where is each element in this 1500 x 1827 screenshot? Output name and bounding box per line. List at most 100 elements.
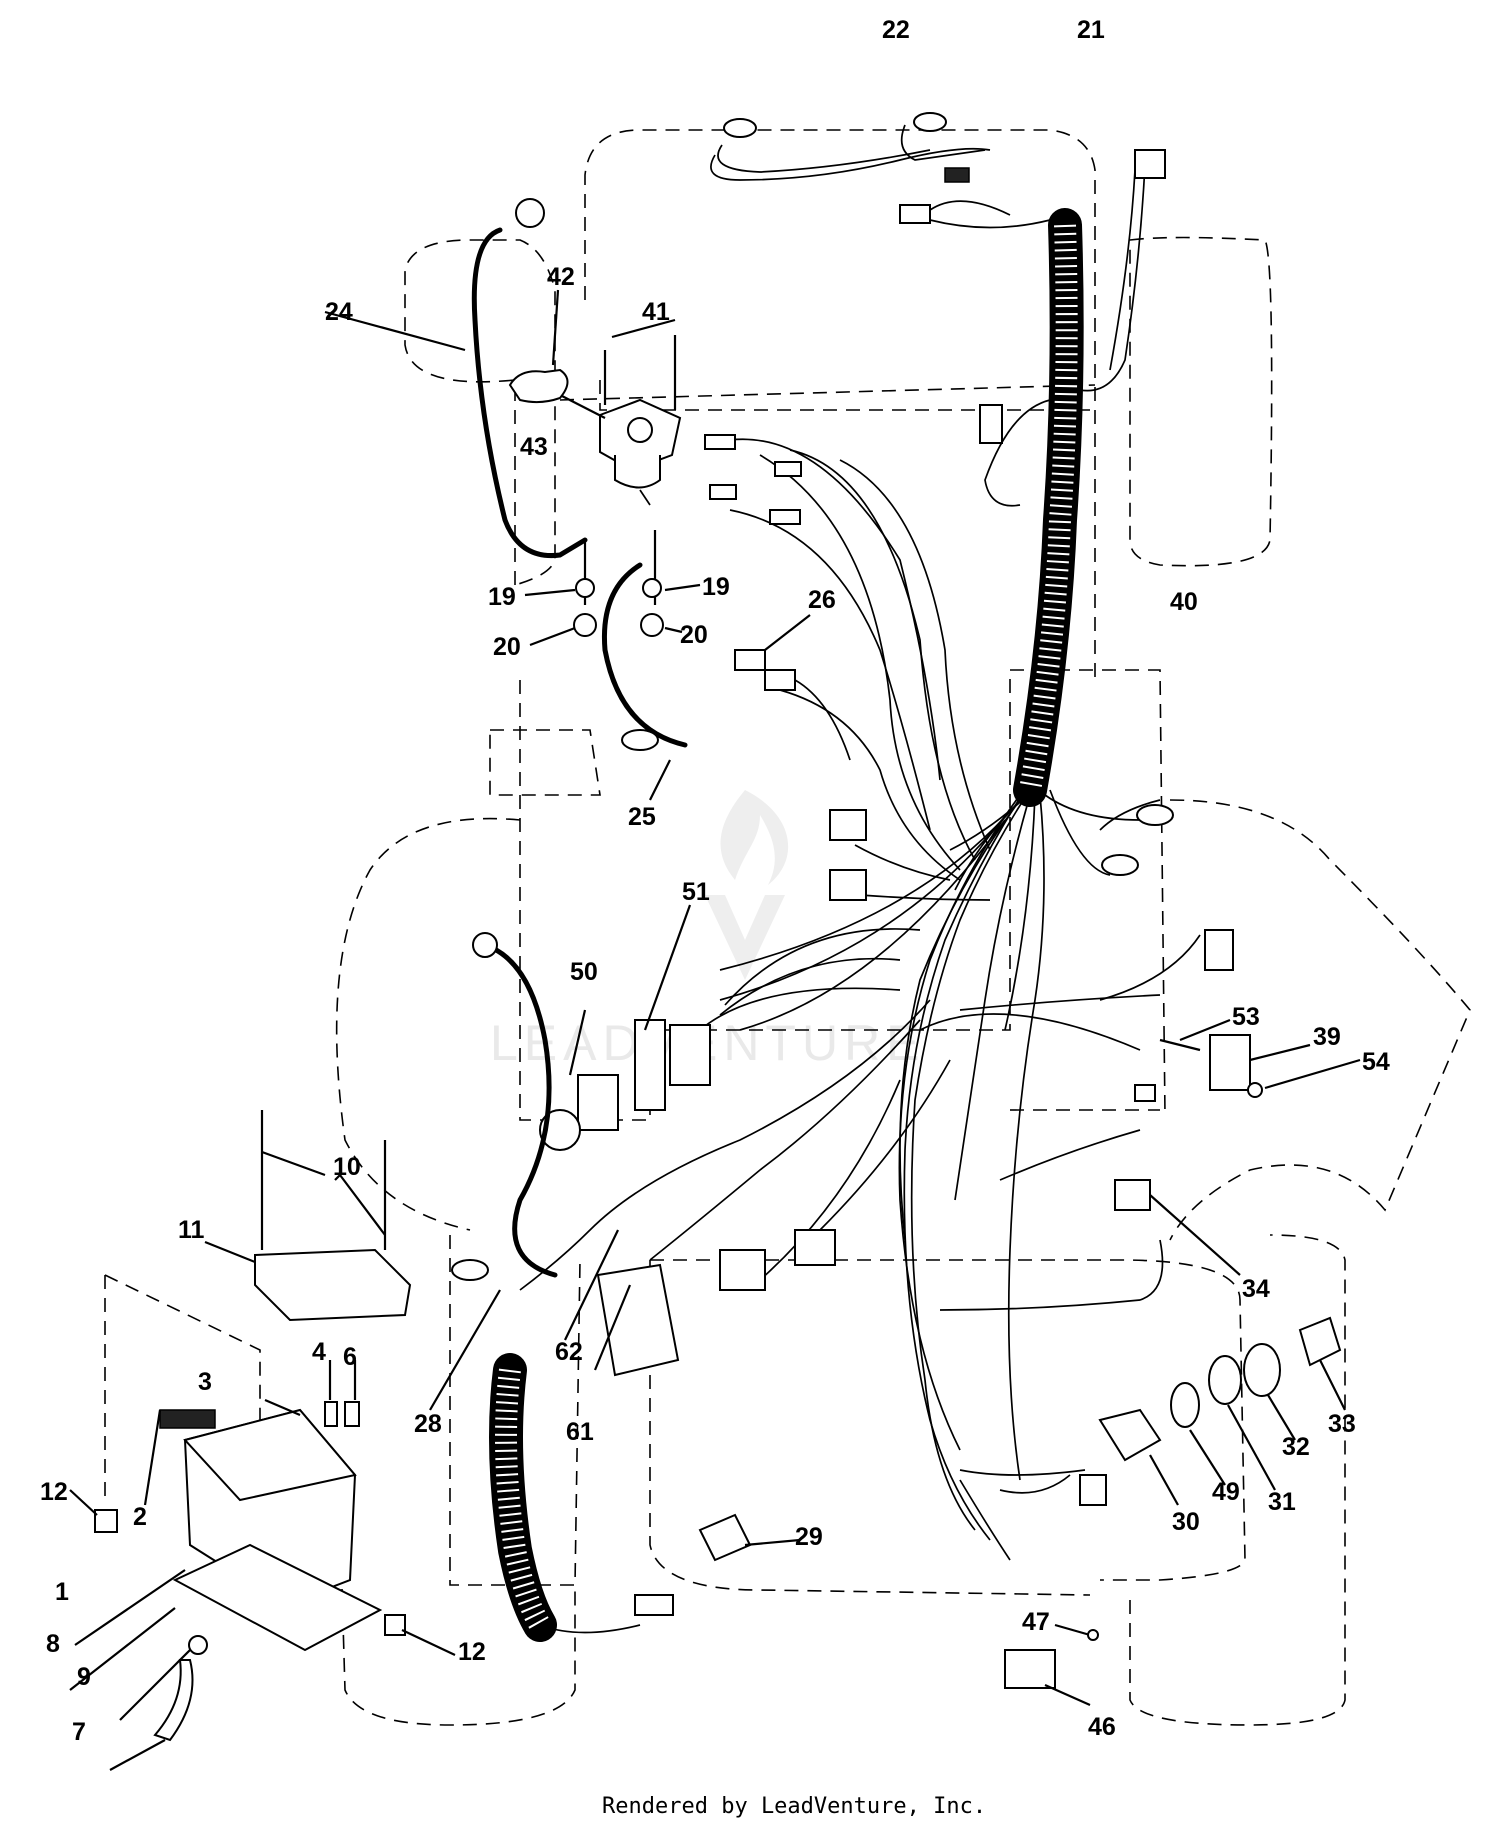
washer-19-right [642, 578, 662, 598]
screw-47 [1087, 1629, 1099, 1641]
callout-41: 41 [642, 298, 670, 326]
leader-7 [109, 1739, 166, 1771]
nut-20-right [640, 613, 664, 637]
key-33 [1298, 1316, 1342, 1367]
callout-50: 50 [570, 958, 598, 986]
callout-34: 34 [1242, 1275, 1270, 1303]
switch-50-knob [539, 1109, 581, 1151]
connector-26 [734, 614, 851, 761]
connector-51 [669, 1024, 711, 1086]
solenoid-boot-42 [508, 368, 569, 404]
callout-51: 51 [682, 878, 710, 906]
leader-19-right [664, 583, 701, 592]
battery-top [183, 1408, 357, 1502]
headlight-harness [710, 112, 1051, 229]
leader-51 [643, 904, 692, 1031]
seat-switch-lead [979, 149, 1166, 507]
dash-outline [489, 729, 601, 796]
callout-4: 4 [312, 1338, 326, 1366]
leader-28 [429, 1289, 501, 1411]
deck-outline-bottom [649, 1260, 1091, 1596]
spade-terminal-c [774, 461, 802, 477]
callout-2: 2 [133, 1503, 147, 1531]
washer-49 [1170, 1382, 1200, 1428]
callout-24: 24 [325, 298, 353, 326]
callout-numbers: 22 21 42 41 24 43 19 19 20 20 26 40 25 5… [40, 16, 1390, 1746]
battery-tray-8 [172, 1543, 383, 1652]
callout-32: 32 [1282, 1433, 1310, 1461]
callout-26: 26 [808, 586, 836, 614]
panel-connector-62 [794, 1229, 836, 1266]
left-rear-tire [339, 1519, 576, 1726]
leader-54 [1264, 1058, 1361, 1090]
ground-ring-2 [1101, 854, 1139, 876]
callout-11: 11 [178, 1216, 205, 1244]
cable-25 [601, 562, 688, 801]
deck-outline-right [650, 1259, 1246, 1581]
leader-24 [324, 310, 466, 352]
harness-wires [519, 438, 1164, 1561]
tractor-outline [104, 129, 1471, 1726]
solenoid-43 [508, 289, 682, 506]
leader-42 [551, 289, 560, 366]
switch-connector-top-right [1134, 149, 1166, 179]
cable-ring-25 [621, 729, 659, 751]
leader-26 [764, 614, 811, 651]
connector-block-right [1204, 929, 1234, 971]
part-29 [698, 1513, 801, 1562]
leader-31 [1227, 1404, 1276, 1491]
connector-small-right [1134, 1084, 1156, 1102]
right-front-wheel [1129, 236, 1273, 567]
leader-62 [564, 1229, 619, 1341]
callout-20a: 20 [493, 633, 521, 661]
pto-connector [979, 404, 1003, 444]
frame-line-2 [599, 380, 1090, 411]
callout-46: 46 [1088, 1713, 1116, 1741]
cable-ring-28-bottom [451, 1259, 489, 1281]
relay-connectors [829, 804, 1174, 901]
leader-9 [119, 1649, 191, 1721]
connector-26-male [734, 649, 766, 671]
callout-54: 54 [1362, 1048, 1390, 1076]
callout-21: 21 [1077, 16, 1105, 44]
relay-connector-2 [829, 869, 867, 901]
lower-conduit [489, 1353, 674, 1642]
ignition-parts [1079, 1316, 1346, 1506]
callout-29: 29 [795, 1523, 823, 1551]
left-front-wheel [404, 239, 556, 586]
bolt-53 [1159, 1038, 1201, 1052]
leader-10-b [261, 1150, 326, 1177]
switch-34 [1114, 1179, 1151, 1211]
leader-11 [204, 1240, 256, 1264]
spade-terminal-d [769, 509, 801, 525]
callout-39: 39 [1313, 1023, 1341, 1051]
footer-credit: Rendered by LeadVenture, Inc. [602, 1794, 986, 1819]
relay-connector-1 [829, 809, 867, 841]
left-rear-wheel [449, 1235, 581, 1586]
battery-box-outline [104, 1274, 261, 1440]
callout-62: 62 [555, 1338, 583, 1366]
callout-3: 3 [198, 1368, 212, 1396]
leader-53 [1179, 1018, 1231, 1042]
nut-20-left [573, 613, 597, 637]
callout-40: 40 [1170, 588, 1198, 616]
connector-26-female [764, 669, 796, 691]
frame-line [559, 384, 1096, 401]
main-harness-conduit [1013, 208, 1084, 807]
callout-53: 53 [1232, 1003, 1260, 1031]
cable-ring-24 [515, 198, 545, 228]
callout-61: 61 [566, 1418, 594, 1446]
cable-ring-28-top [472, 932, 498, 958]
leader-25 [649, 759, 671, 801]
callout-9: 9 [77, 1663, 91, 1691]
callout-12a: 12 [40, 1478, 68, 1506]
callout-47: 47 [1022, 1608, 1050, 1636]
callout-19a: 19 [488, 583, 516, 611]
callout-6: 6 [343, 1343, 357, 1371]
callout-22: 22 [882, 16, 910, 44]
hour-meter-46 [1004, 1649, 1056, 1689]
ignition-connector [1079, 1474, 1107, 1506]
part-46-47 [1004, 1623, 1099, 1707]
